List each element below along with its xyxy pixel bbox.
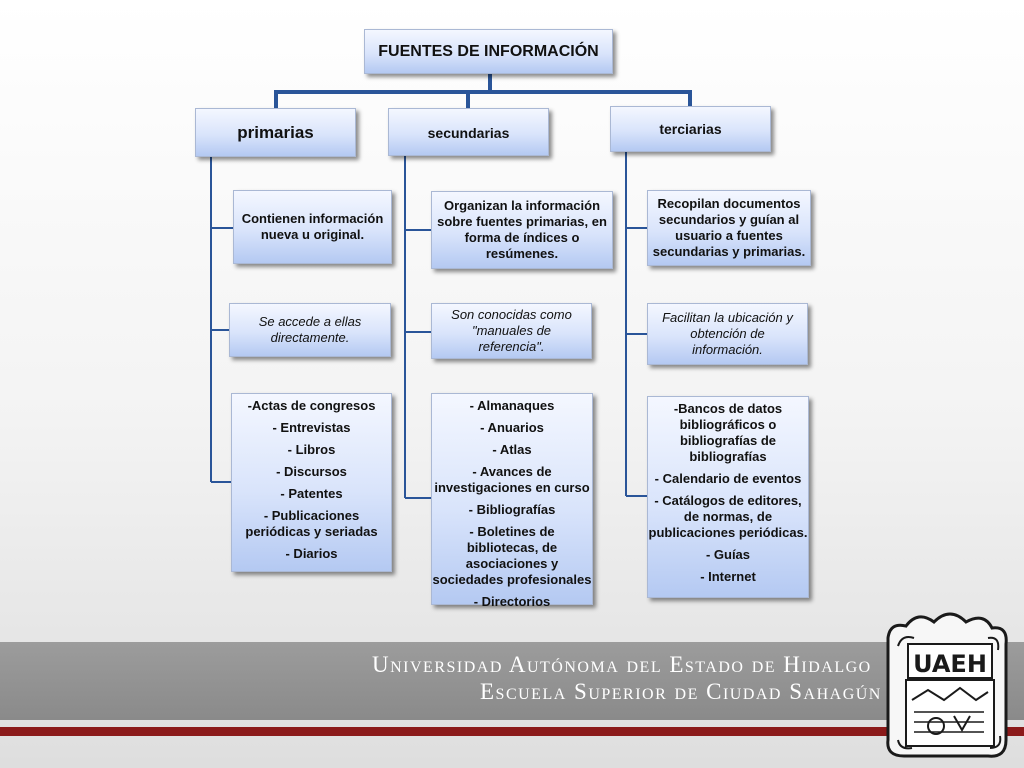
list-item: - Guías [705, 547, 751, 562]
access-line: referencia". [478, 339, 545, 354]
list-item: - Anuarios [480, 420, 544, 435]
list-item: - Patentes [280, 486, 343, 501]
list-item: - Bibliografías [468, 502, 556, 517]
header-primarias-label: primarias [237, 123, 314, 142]
desc-line: usuario a fuentes [675, 228, 783, 243]
footer-red-stripe [0, 727, 1024, 736]
list-primarias: -Actas de congresos - Entrevistas - Libr… [231, 393, 392, 572]
desc-line: resúmenes. [485, 246, 559, 261]
desc-secundarias: Organizan la información sobre fuentes p… [431, 191, 613, 269]
header-terciarias-label: terciarias [659, 121, 722, 137]
desc-terciarias: Recopilan documentos secundarios y guían… [647, 190, 811, 266]
desc-line: nueva u original. [260, 227, 365, 242]
list-item: - Discursos [276, 464, 347, 479]
list-item: - Libros [287, 442, 336, 457]
desc-line: Recopilan documentos [657, 196, 801, 211]
desc-line: sobre fuentes primarias, en [437, 214, 607, 229]
desc-line: forma de índices o [464, 230, 580, 245]
access-line: Facilitan la ubicación y [662, 310, 793, 325]
uaeh-logo: UAEH [886, 612, 1008, 758]
header-primarias: primarias [195, 108, 356, 157]
header-secundarias-label: secundarias [427, 125, 510, 141]
footer-band [0, 642, 1024, 720]
list-item: - Calendario de eventos [654, 471, 802, 486]
list-item: - Diarios [285, 546, 338, 561]
access-line: "manuales de [471, 323, 552, 338]
access-line: Son conocidas como [451, 307, 572, 322]
header-terciarias: terciarias [610, 106, 771, 152]
access-line: directamente. [270, 330, 350, 345]
list-item: - Almanaques [469, 398, 555, 413]
access-primarias: Se accede a ellas directamente. [229, 303, 391, 357]
desc-line: secundarias y primarias. [652, 244, 806, 259]
list-item: - Atlas [492, 442, 532, 457]
logo-text: UAEH [913, 650, 987, 678]
desc-primarias: Contienen información nueva u original. [233, 190, 392, 264]
list-item: - Directorios [473, 594, 551, 609]
desc-line: Contienen información [241, 211, 384, 226]
access-secundarias: Son conocidas como "manuales de referenc… [431, 303, 592, 359]
access-line: Se accede a ellas [258, 314, 362, 329]
school-name: Escuela Superior de Ciudad Sahagún [480, 679, 882, 704]
title-box: FUENTES DE INFORMACIÓN [364, 29, 613, 74]
access-terciarias: Facilitan la ubicación y obtención de in… [647, 303, 808, 365]
list-item: -Actas de congresos [247, 398, 376, 413]
title-text: FUENTES DE INFORMACIÓN [378, 42, 599, 60]
list-item: - Internet [700, 569, 756, 584]
list-item: - Entrevistas [272, 420, 351, 435]
list-item: - Catálogos de editores, de normas, de p… [648, 493, 808, 540]
list-secundarias: - Almanaques - Anuarios - Atlas - Avance… [431, 393, 593, 609]
desc-line: secundarios y guían al [658, 212, 800, 227]
list-item: -Bancos de datos bibliográficos o biblio… [673, 401, 783, 464]
list-item: - Avances de investigaciones en curso [434, 464, 590, 495]
list-terciarias: -Bancos de datos bibliográficos o biblio… [647, 396, 809, 598]
access-line: información. [692, 342, 763, 357]
access-line: obtención de [690, 326, 765, 341]
desc-line: Organizan la información [443, 198, 601, 213]
header-secundarias: secundarias [388, 108, 549, 156]
list-item: - Boletines de bibliotecas, de asociacio… [432, 524, 592, 587]
university-name: Universidad Autónoma del Estado de Hidal… [372, 652, 872, 677]
list-item: - Publicaciones periódicas y seriadas [245, 508, 378, 539]
